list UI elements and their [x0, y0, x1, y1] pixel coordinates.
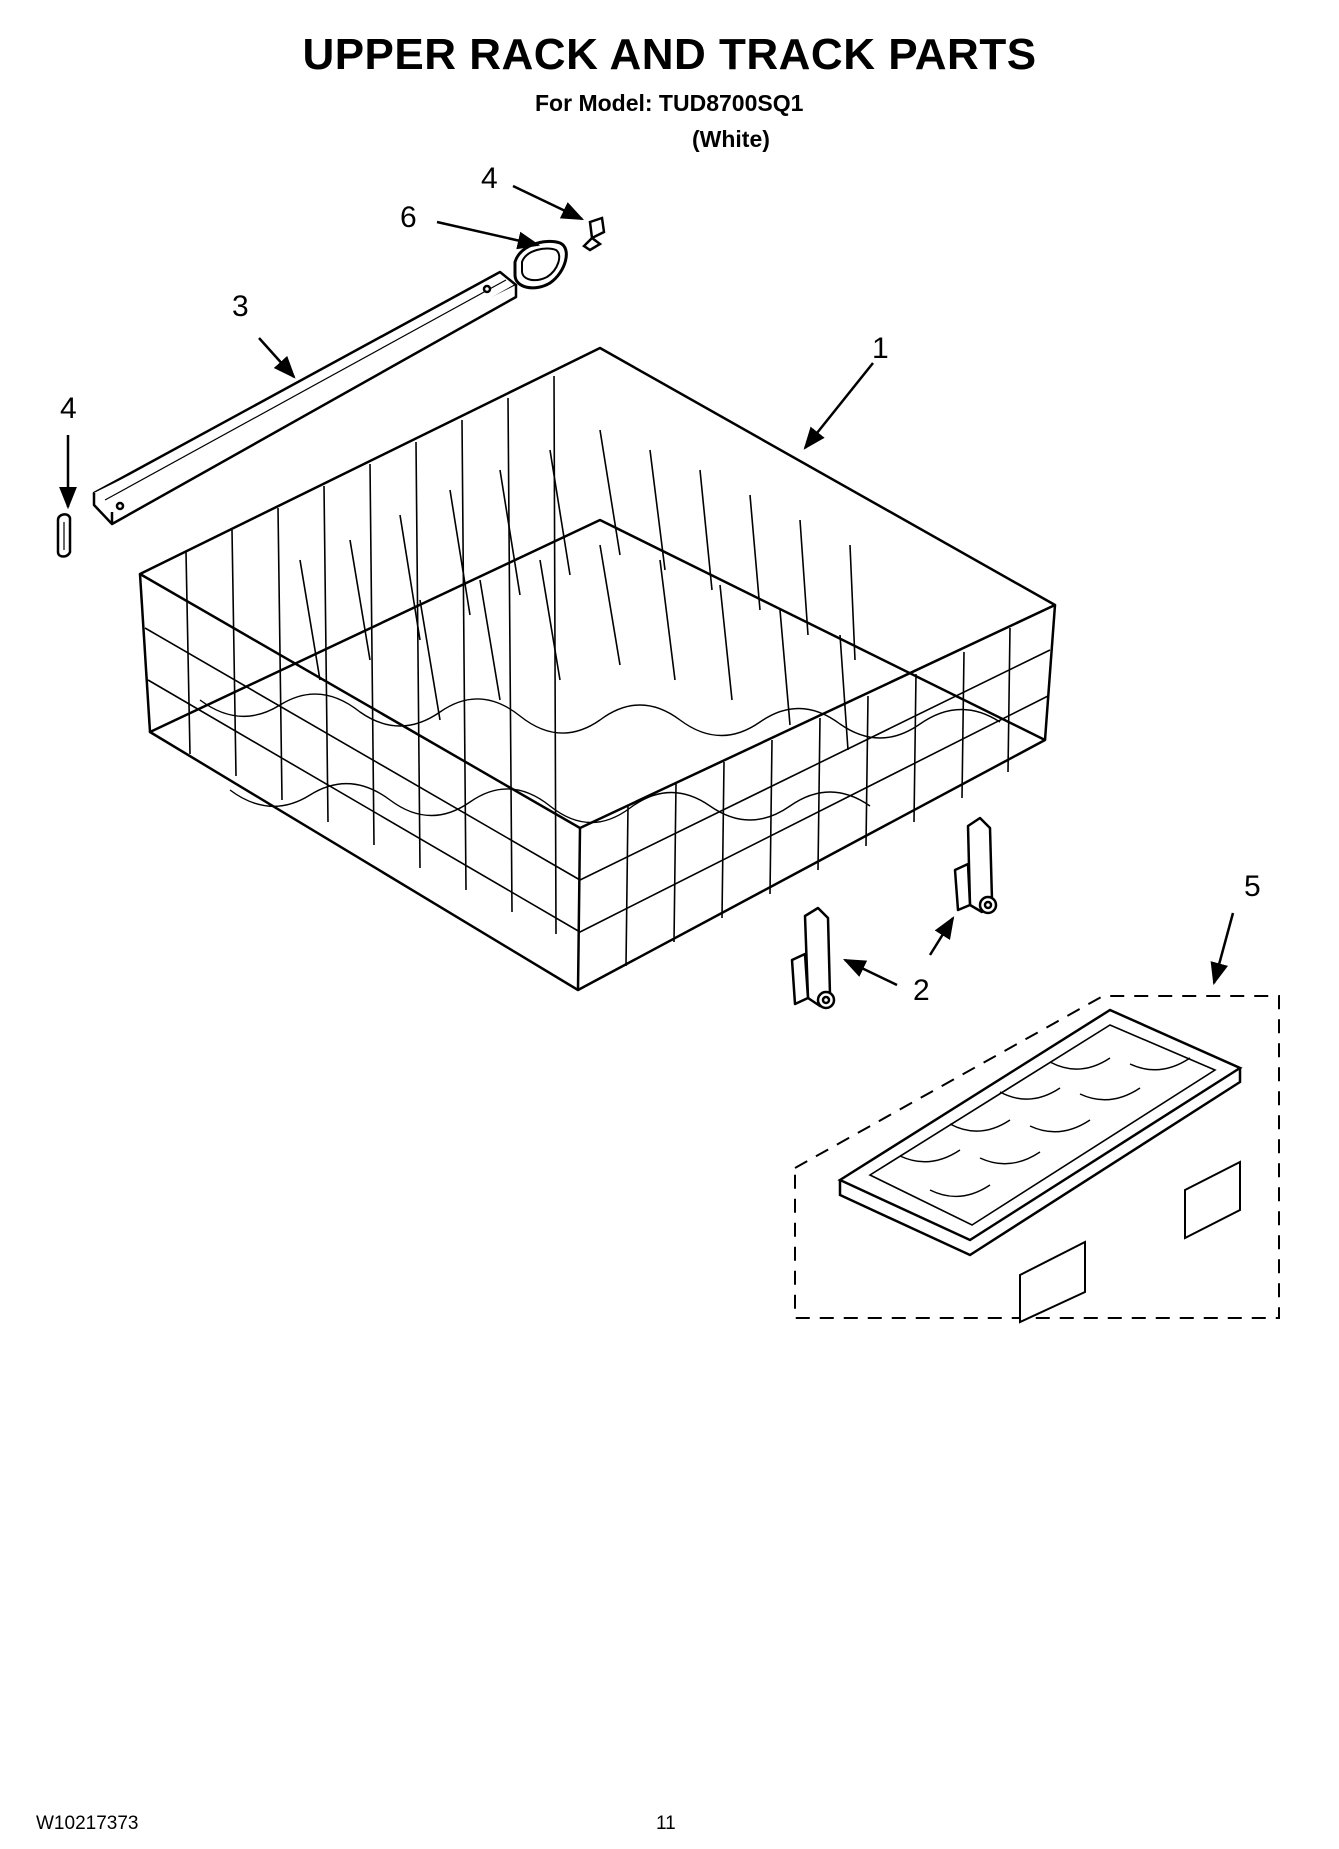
callout-4-top: 4	[481, 162, 498, 195]
page-title: UPPER RACK AND TRACK PARTS	[302, 30, 1037, 79]
track-part	[92, 270, 518, 526]
callout-leaders	[59, 184, 1235, 987]
callout-5: 5	[1244, 870, 1261, 903]
callout-3: 3	[232, 290, 249, 323]
stop-part	[513, 239, 568, 290]
end-cap-part-left	[56, 513, 72, 558]
callout-2: 2	[913, 974, 930, 1007]
document-number: W10217373	[36, 1813, 139, 1834]
page-number: 11	[656, 1813, 676, 1834]
callout-6: 6	[400, 201, 417, 234]
callout-4-left: 4	[60, 392, 77, 425]
wheel-assembly-part	[790, 816, 998, 1010]
model-number: For Model: TUD8700SQ1	[535, 90, 804, 116]
tine-rack-part	[794, 995, 1280, 1324]
callout-1: 1	[872, 332, 889, 365]
upper-rack-part	[138, 346, 1057, 992]
model-color: (White)	[692, 126, 770, 152]
end-cap-part-top	[582, 216, 606, 252]
